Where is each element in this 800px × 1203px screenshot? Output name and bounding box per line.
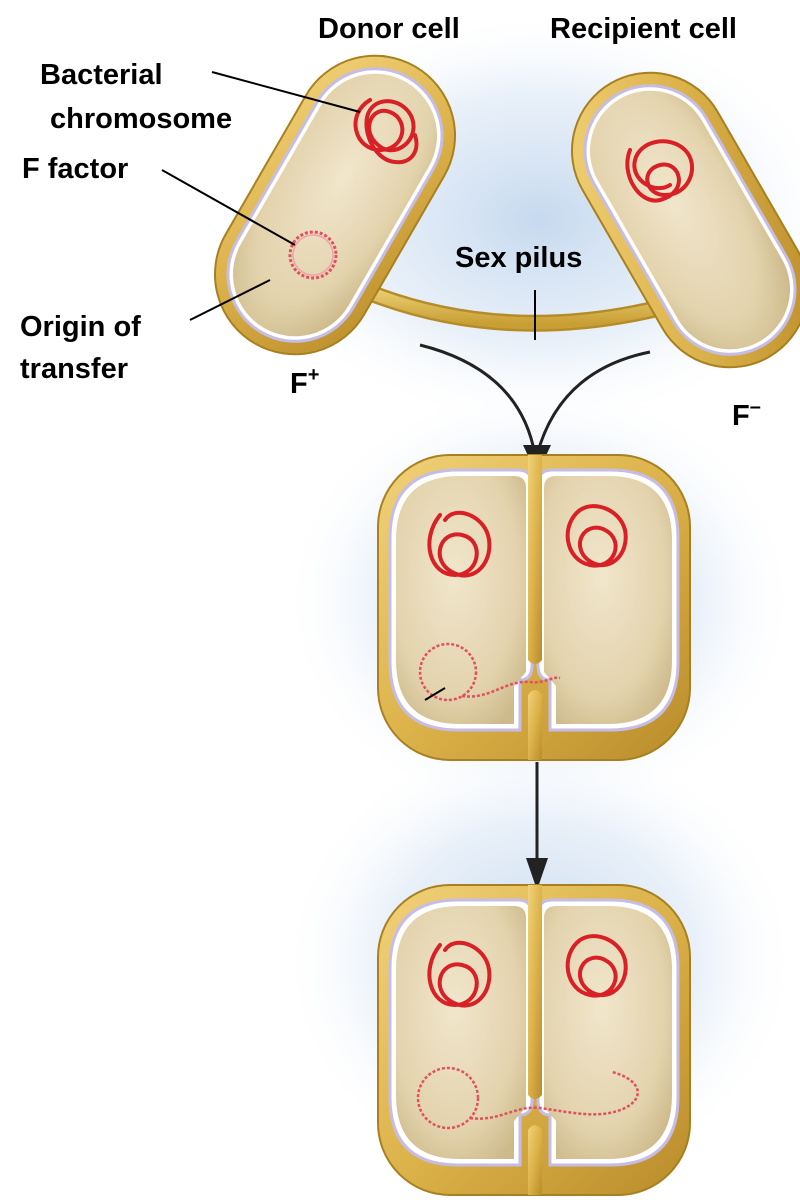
bacterial-chromosome-label-line2: chromosome xyxy=(50,103,232,135)
recipient-cell-label: Recipient cell xyxy=(550,13,737,45)
f-factor-label: F factor xyxy=(22,153,128,185)
conjugating-pair-stage3 xyxy=(378,885,690,1195)
f-minus-label: F– xyxy=(732,396,761,432)
donor-cell-label: Donor cell xyxy=(318,13,460,45)
f-plus-superscript: + xyxy=(308,364,320,386)
f-minus-superscript: – xyxy=(750,396,761,418)
origin-of-transfer-label-line1: Origin of xyxy=(20,311,141,343)
f-plus-label: F+ xyxy=(290,364,319,400)
conjugating-pair-stage2 xyxy=(378,455,690,760)
f-plus-base: F xyxy=(290,368,308,400)
sex-pilus-label: Sex pilus xyxy=(455,242,582,274)
f-minus-base: F xyxy=(732,400,750,432)
origin-of-transfer-label-line2: transfer xyxy=(20,353,128,385)
bacterial-chromosome-label-line1: Bacterial xyxy=(40,59,163,91)
